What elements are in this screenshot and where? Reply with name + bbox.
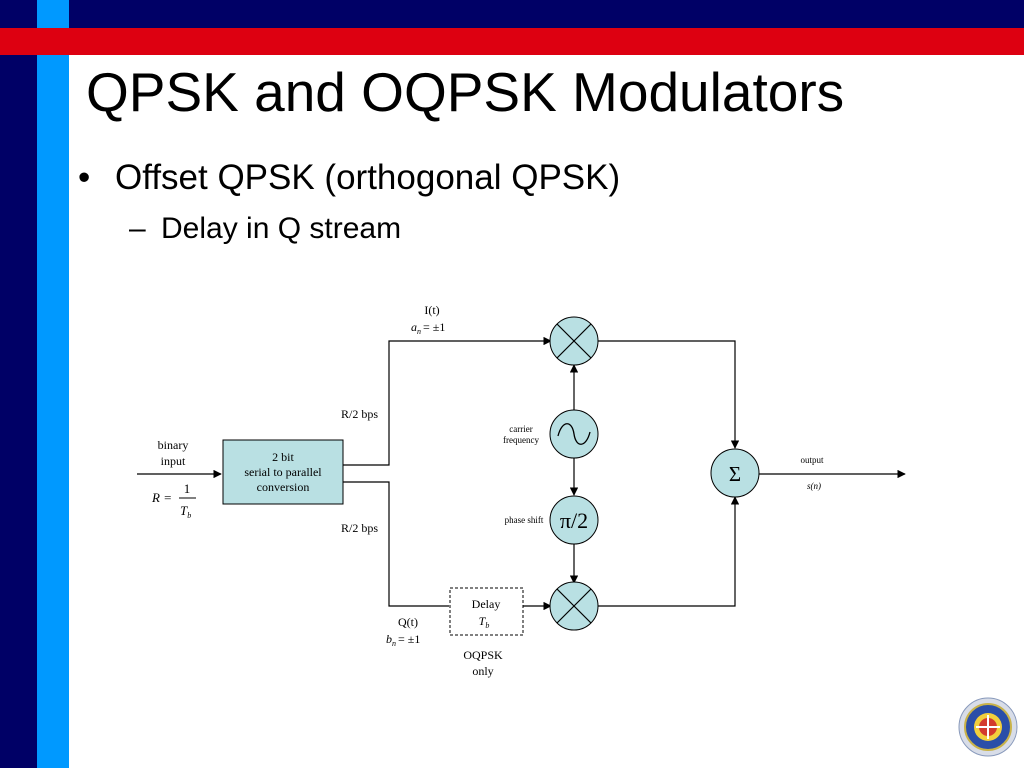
converter-text-3: conversion [257, 480, 310, 494]
phase-shift-block [549, 495, 599, 545]
q-symbol-label: bn= ±1 [386, 632, 420, 648]
top-left-navy-corner [0, 0, 37, 28]
carrier-label-1: carrier [509, 424, 532, 434]
summer-block [710, 448, 760, 498]
seal-logo [958, 697, 1018, 757]
bullet-item: • Offset QPSK (orthogonal QPSK) [78, 158, 620, 198]
upper-mixer-to-sum-arrow [598, 340, 740, 449]
multiplier-icon [549, 581, 599, 631]
top-red-bar [0, 28, 1024, 55]
oqpsk-note-2: only [472, 664, 493, 678]
delay-period: Tb [479, 614, 490, 630]
converter-text-2: serial to parallel [244, 465, 322, 479]
i-symbol-label: an= ±1 [411, 320, 445, 336]
i-stream-label: I(t) [424, 303, 439, 317]
lower-mixer-to-sum-arrow [598, 496, 740, 607]
top-left-cyan-corner [37, 0, 69, 28]
oscillator-icon [549, 409, 599, 459]
converter-text-1: 2 bit [272, 450, 294, 464]
multiplier-icon [549, 316, 599, 366]
upper-rate-label: R/2 bps [341, 407, 378, 421]
top-navy-bar [69, 0, 1024, 28]
output-signal: s(n) [807, 481, 821, 491]
serial-to-parallel-block [222, 439, 344, 505]
sub-bullet-item: –Delay in Q stream [129, 212, 401, 246]
bullet-text: Offset QPSK (orthogonal QPSK) [115, 158, 621, 197]
bullet-marker: • [78, 158, 91, 197]
sub-bullet-marker: – [129, 212, 146, 245]
left-navy-bar [0, 0, 37, 768]
phase-shift-label: phase shift [505, 515, 544, 525]
oqpsk-note-1: OQPSK [463, 648, 503, 662]
q-stream-label: Q(t) [398, 615, 418, 629]
left-cyan-bar [37, 0, 69, 768]
sub-bullet-text: Delay in Q stream [161, 212, 402, 245]
i-path-arrow [343, 336, 552, 466]
slide-title: QPSK and OQPSK Modulators [86, 61, 845, 123]
rate-numerator: 1 [184, 481, 191, 496]
rate-lhs: R = [151, 490, 172, 505]
carrier-label-2: frequency [503, 435, 539, 445]
input-label-2: input [161, 454, 186, 468]
output-label: output [800, 455, 824, 465]
phase-shift-value: π/2 [560, 508, 588, 533]
sum-symbol: Σ [729, 462, 741, 486]
q-path-line [343, 481, 449, 607]
delay-label: Delay [472, 597, 501, 611]
input-label-1: binary [158, 438, 189, 452]
delay-block [449, 587, 524, 636]
lower-rate-label: R/2 bps [341, 521, 378, 535]
rate-denominator: Tb [180, 503, 191, 520]
